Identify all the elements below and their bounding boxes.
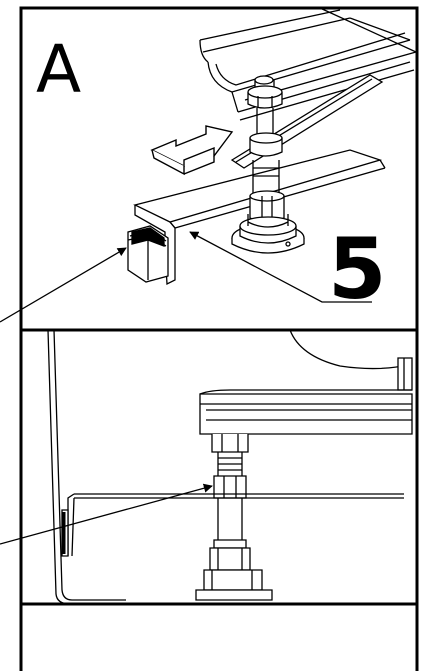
side-view <box>0 329 413 605</box>
rubber-pad <box>127 225 169 283</box>
callout-number: 5 <box>328 220 386 318</box>
callout-5-leader <box>189 231 372 303</box>
foot-base <box>231 214 305 254</box>
cabinet-side-wall <box>47 329 126 605</box>
pad-leader-line-upper <box>0 247 127 323</box>
slide-direction-arrow <box>150 125 234 176</box>
side-bracket-plate <box>61 493 404 557</box>
diagonal-tie <box>319 7 417 53</box>
detail-view <box>0 7 417 323</box>
detail-panel-frame <box>19 6 419 332</box>
channel-rail <box>199 9 417 121</box>
leveling-bolt <box>247 75 285 223</box>
panel-frames <box>19 6 419 671</box>
side-leveling-bolt <box>195 434 273 601</box>
appliance-underside <box>199 329 413 435</box>
nut-leader-line <box>0 483 213 545</box>
panel-label: A <box>36 31 81 108</box>
